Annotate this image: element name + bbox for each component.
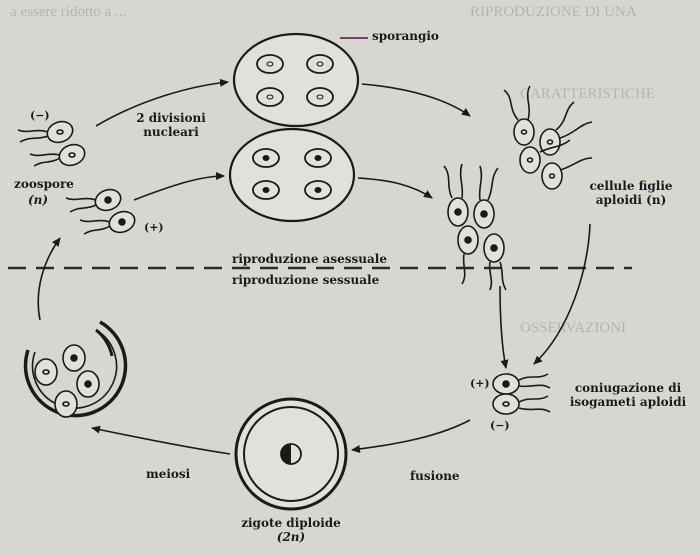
label-zoospore-n: (n) xyxy=(28,194,48,208)
zoospores-plus xyxy=(66,186,138,236)
conjugating-isogametes xyxy=(493,374,550,414)
label-zigote-diploide: zigote diploide (2n) xyxy=(226,517,356,545)
daughter-cells-upper xyxy=(504,86,592,189)
label-riproduzione-sessuale: riproduzione sessuale xyxy=(232,274,379,288)
sporangium-top xyxy=(234,34,358,126)
label-zoospore: zoospore xyxy=(14,178,74,192)
label-coniugazione-line1: coniugazione di xyxy=(566,382,690,396)
zoospores-minus xyxy=(18,118,88,169)
label-meiosi: meiosi xyxy=(146,468,190,482)
label-divisioni-line1: 2 divisioni xyxy=(116,112,226,126)
label-divisioni-line2: nucleari xyxy=(116,126,226,140)
daughter-cells-lower xyxy=(444,164,506,290)
label-minus-top: (−) xyxy=(30,110,50,123)
label-cellule-line2: aploidi (n) xyxy=(576,194,686,208)
sporangium-bottom xyxy=(230,129,354,221)
label-divisioni-nucleari: 2 divisioni nucleari xyxy=(116,112,226,140)
label-zigote-line1: zigote diploide xyxy=(226,517,356,531)
label-cellule-line1: cellule figlie xyxy=(576,180,686,194)
diploid-zygote xyxy=(236,399,346,509)
label-cellule-figlie: cellule figlie aploidi (n) xyxy=(576,180,686,208)
label-plus-right: (+) xyxy=(470,378,490,391)
label-zigote-line2: (2n) xyxy=(226,531,356,545)
label-sporangio: sporangio xyxy=(372,30,439,44)
label-minus-right: (−) xyxy=(490,420,510,433)
label-coniugazione: coniugazione di isogameti aploidi xyxy=(566,382,690,410)
label-riproduzione-asessuale: riproduzione asessuale xyxy=(232,253,387,267)
meiosis-cyst xyxy=(26,322,126,417)
label-plus-left: (+) xyxy=(144,222,164,235)
label-fusione: fusione xyxy=(410,470,460,484)
label-coniugazione-line2: isogameti aploidi xyxy=(566,396,690,410)
